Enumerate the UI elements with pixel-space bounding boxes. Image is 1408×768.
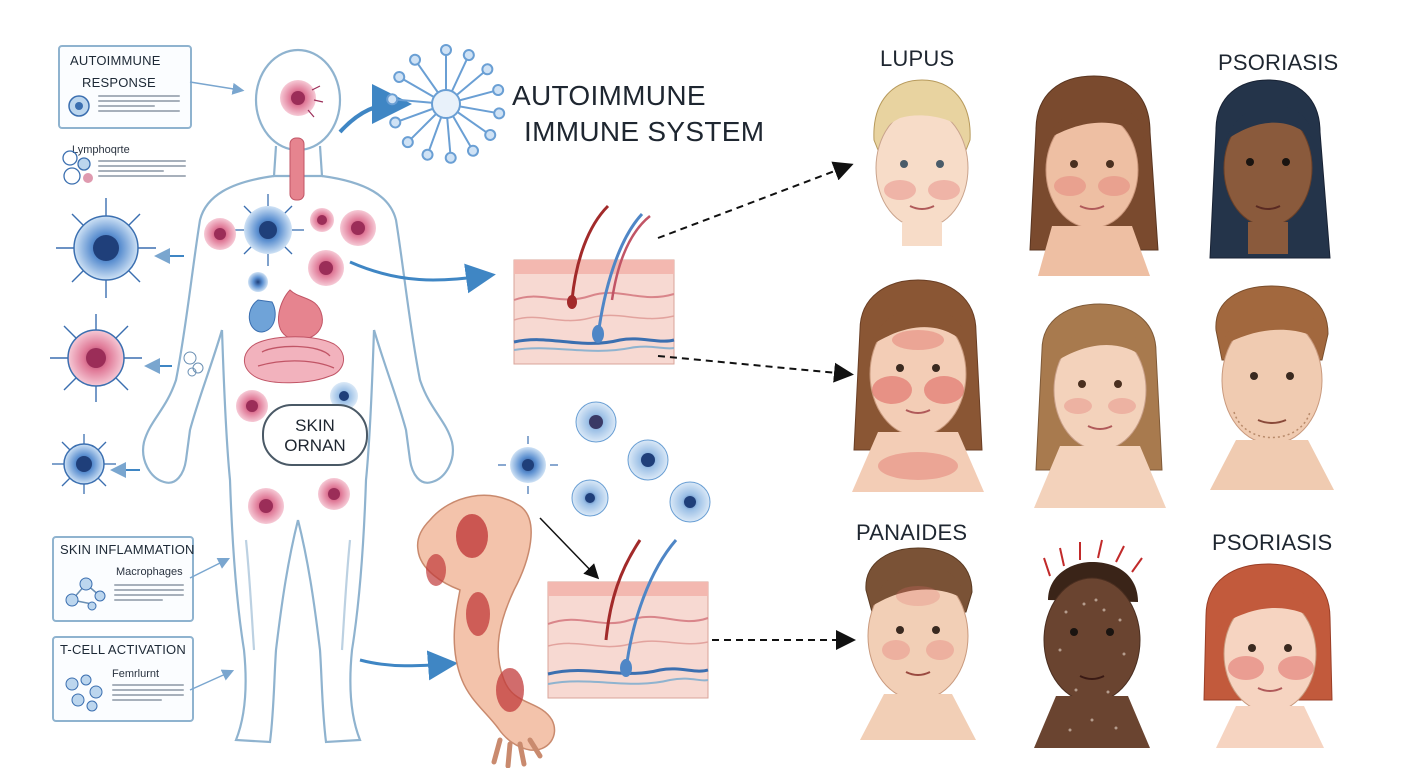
- cell-icon: [68, 95, 90, 117]
- skin-inflammation-title: SKIN INFLAMMATION: [60, 542, 195, 557]
- face-brunette-1: [1029, 75, 1159, 276]
- head-cell: [280, 80, 324, 118]
- face-rash-woman: [852, 279, 984, 492]
- face-dark-speckled: [1034, 539, 1150, 748]
- head-to-cluster-arrow: [338, 84, 412, 134]
- antibody-cluster: [385, 44, 506, 165]
- face-dark-long-hair: [1209, 79, 1331, 259]
- skin-cross-section-upper: [513, 204, 675, 365]
- headline-line-2: IMMUNE SYSTEM: [524, 116, 765, 147]
- connector-arrow: [189, 669, 235, 691]
- body-immune-cells: [204, 194, 376, 524]
- callout-line-2: ORNAN: [284, 436, 346, 455]
- autoimmune-response-title: AUTOIMMUNE: [70, 53, 161, 68]
- throat-organ: [289, 137, 305, 201]
- label-psoriasis-top: PSORIASIS: [1218, 50, 1339, 75]
- macrophage-network-icon: [65, 577, 106, 611]
- t-cell-cluster-icon: [65, 674, 103, 712]
- dendritic-cell-left-1: [56, 198, 156, 298]
- dendritic-cell-left-2: [50, 314, 142, 402]
- face-man-panaides: [860, 547, 976, 740]
- callout-line-1: SKIN: [295, 416, 335, 435]
- connector-arrow: [189, 81, 245, 95]
- skin-inflammation-subtitle: Macrophages: [116, 566, 183, 578]
- text-placeholder-lines: [112, 684, 184, 704]
- autoimmune-response-subtitle: RESPONSE: [82, 75, 156, 90]
- lymphocyte-label: Lymphoqrte: [72, 144, 130, 156]
- text-placeholder-lines: [98, 95, 180, 115]
- lymphocyte-cluster-icon: [62, 150, 93, 185]
- label-lupus: LUPUS: [880, 46, 955, 71]
- t-cell-activation-title: T-CELL ACTIVATION: [60, 642, 186, 657]
- face-lupus-blonde: [873, 79, 971, 246]
- body-to-arm-arrow: [359, 650, 458, 681]
- label-psoriasis-bottom: PSORIASIS: [1212, 530, 1333, 555]
- dashed-arrow-lupus: [657, 161, 854, 239]
- lymphocyte-box: Lymphoqrte: [58, 142, 188, 190]
- headline-line-1: AUTOIMMUNE: [512, 80, 706, 111]
- connector-arrow: [189, 557, 231, 579]
- floating-immune-cells: [498, 401, 711, 523]
- face-lightbrown-woman: [1034, 303, 1166, 508]
- dendritic-cell-left-3: [52, 434, 116, 494]
- face-redhead-woman: [1203, 563, 1333, 748]
- body-to-skin-arrow: [349, 260, 496, 294]
- autoimmune-response-box: AUTOIMMUNE RESPONSE: [58, 45, 192, 129]
- label-panaides: PANAIDES: [856, 520, 968, 545]
- dashed-arrow-middle: [657, 355, 854, 383]
- cell-to-skin-arrow: [539, 517, 600, 580]
- t-cell-activation-box: T-CELL ACTIVATION Femrlurnt: [52, 636, 194, 722]
- small-spiral-cells: [183, 351, 204, 377]
- skin-cross-section-lower: [547, 539, 709, 699]
- face-man-beard: [1210, 285, 1334, 490]
- text-placeholder-lines: [98, 160, 186, 180]
- inflamed-arm: [416, 494, 556, 768]
- text-placeholder-lines: [114, 584, 184, 604]
- skin-organ-callout: SKIN ORNAN: [262, 404, 368, 466]
- skin-inflammation-box: SKIN INFLAMMATION Macrophages: [52, 536, 194, 622]
- t-cell-activation-subtitle: Femrlurnt: [112, 668, 160, 680]
- digestive-organs: [244, 289, 344, 384]
